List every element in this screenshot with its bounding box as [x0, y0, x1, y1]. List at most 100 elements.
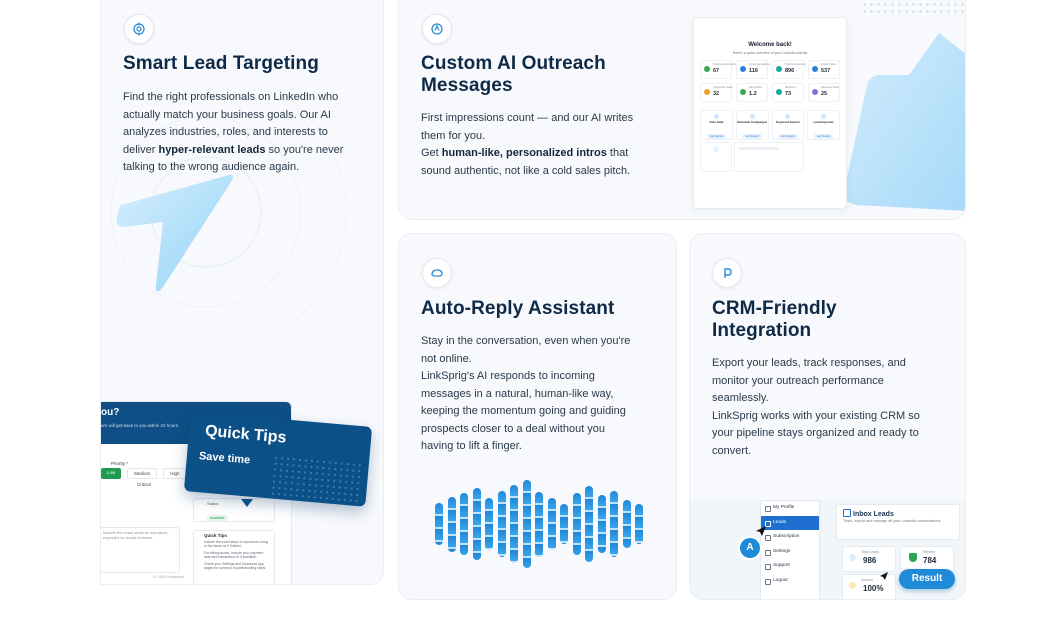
feature-card-smart-lead: Smart Lead Targeting Find the right prof… [100, 0, 384, 585]
desc-text: so you're never talking to the wrong aud… [123, 143, 344, 174]
stat-value: 73 [785, 91, 792, 97]
quick-tips-heading: Quick Tips [204, 533, 227, 538]
result-button[interactable]: Result [899, 569, 955, 589]
action-icon [821, 114, 827, 119]
stat-icon [704, 89, 710, 95]
menu-item-leads[interactable]: Leads [761, 515, 819, 530]
action-icon [749, 114, 755, 119]
crm-stat-value: 784 [923, 556, 937, 565]
priority-medium[interactable]: Medium [127, 468, 158, 479]
desc-text: Export your leads, track responses, and … [712, 357, 906, 404]
action-label: Outreach Campaigns [737, 120, 768, 124]
decor-light-shape [844, 33, 965, 211]
menu-item-label: My Profile [773, 505, 795, 510]
priority-low[interactable]: Low [101, 468, 122, 479]
menu-item-subscription[interactable]: Subscription [761, 530, 819, 545]
waveform-bar [572, 493, 581, 555]
inbox-icon [843, 509, 851, 517]
stat-label: Response Rate [821, 86, 839, 89]
priority-high[interactable]: High [163, 468, 187, 479]
stat-label: Profile Views [821, 63, 836, 66]
waveform-bar [535, 491, 543, 557]
chat-bubble-icon-wrap [422, 258, 452, 288]
quick-tip-item: Include the exact steps to reproduce a b… [204, 540, 269, 549]
menu-item-logout[interactable]: Logout [761, 574, 819, 589]
menu-item-label: Leads [773, 519, 787, 525]
waveform-bar [522, 480, 531, 568]
crm-stat-value: 100% [863, 584, 884, 593]
menu-item-icon [765, 564, 771, 570]
lightning-bolt-illustration [101, 97, 347, 353]
menu-item-support[interactable]: Support [761, 559, 819, 574]
desc-text: Find the right professionals on LinkedIn… [123, 91, 339, 156]
action-cta[interactable]: Get Started [706, 134, 726, 139]
menu-item-settings[interactable]: Settings [761, 545, 819, 560]
menu-item-icon [765, 520, 771, 527]
dashboard-title: Welcome back! [748, 42, 792, 48]
feature-description: Find the right professionals on LinkedIn… [123, 89, 345, 177]
menu-item-label: Support [773, 563, 790, 568]
crm-stat-box: Replied 784 [900, 546, 954, 572]
menu-item-icon [765, 506, 771, 512]
char-count: 0 / 1000 characters [153, 575, 184, 579]
avatar[interactable]: A [740, 538, 760, 558]
feature-title: CRM-Friendly Integration [712, 298, 837, 341]
waveform-bar [510, 485, 518, 563]
desc-text: First impressions count — and our AI wri… [421, 112, 634, 142]
inbox-sub: Track, export and manage all your Linked… [843, 519, 941, 523]
description-textarea[interactable]: Include the exact steps to reproduce, ex… [101, 527, 180, 573]
waveform-bar [585, 486, 593, 562]
action-label: Auto Hide [709, 120, 724, 124]
feature-title: Auto-Reply Assistant [421, 298, 615, 319]
stat-value: 896 [785, 68, 795, 74]
priority-label: Priority * [111, 461, 129, 466]
menu-item-my-profile[interactable]: My Profile [761, 501, 819, 516]
form-header-sub: am will get back to you within 24 hours. [101, 423, 180, 428]
overlay-dot-pattern [269, 454, 364, 503]
stat-label: Total Connections [785, 63, 806, 66]
action-cta[interactable]: Get Started [742, 134, 762, 139]
dashboard-preview: Welcome back! Here's a quick overview of… [693, 17, 847, 209]
action-cta[interactable]: Get Started [778, 134, 798, 139]
overlay-title: Quick Tips [204, 422, 288, 447]
priority-options: Low Medium High [101, 468, 187, 479]
feature-title: Custom AI Outreach Messages [421, 53, 606, 96]
stat-icon [849, 582, 856, 589]
priority-critical[interactable]: Critical [137, 482, 151, 487]
feature-card-crm: CRM-Friendly Integration Export your lea… [689, 233, 966, 600]
p-logo-icon-wrap [712, 258, 742, 288]
action-label: Lead Exporter [813, 120, 834, 124]
desc-text: Get [421, 147, 442, 159]
waveform-bar [560, 504, 568, 544]
waveform-bar [610, 491, 618, 557]
action-cta[interactable]: Get Started [813, 134, 834, 139]
form-header-title: ou? [101, 407, 120, 418]
stat-value: 116 [749, 68, 758, 74]
feature-card-custom-ai: Custom AI Outreach Messages First impres… [398, 0, 966, 220]
dashboard-subtitle: Here's a quick overview of your LinkedIn… [732, 51, 808, 55]
stat-value: 537 [821, 68, 831, 74]
stat-label: Total Leads Extracted [713, 63, 738, 66]
stat-label: Reply Rate [749, 86, 762, 89]
stat-label: Meetings [785, 86, 796, 89]
stat-label: Connection Rate [713, 86, 733, 89]
action-label: Keyword Search [776, 120, 800, 124]
target-icon-wrap [124, 14, 154, 44]
overlay-pointer [241, 499, 253, 507]
waveform-bar [435, 503, 443, 545]
feature-card-auto-reply: Auto-Reply Assistant Stay in the convers… [398, 233, 677, 600]
quick-tips-overlay: Quick Tips Save time [183, 411, 373, 507]
ai-spark-icon [431, 23, 443, 35]
quick-tip-item: Check your Settings and Download App pag… [204, 561, 267, 571]
